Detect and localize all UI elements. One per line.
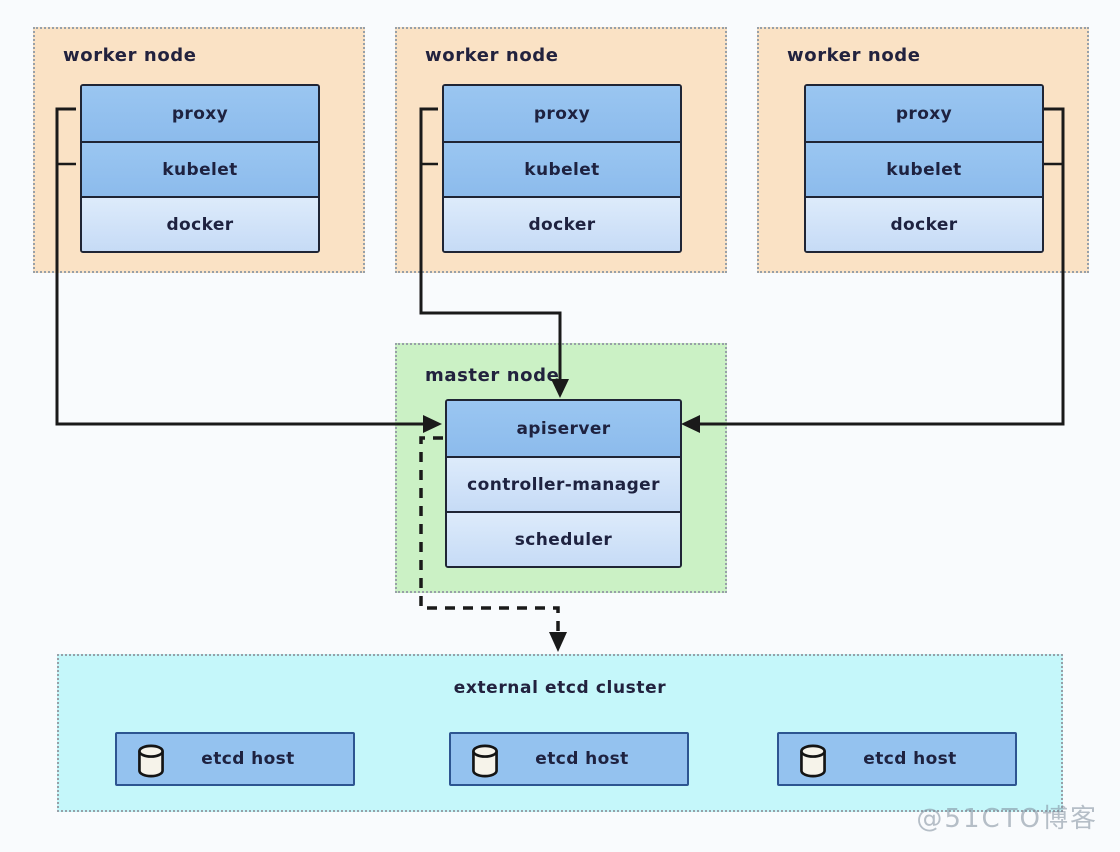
apiserver-box: apiserver	[447, 401, 680, 456]
etcd-host-label: etcd host	[535, 749, 629, 769]
worker-node-3-stack: proxy kubelet docker	[804, 84, 1044, 253]
worker-node-3: worker node proxy kubelet docker	[757, 27, 1089, 273]
database-icon	[472, 744, 498, 778]
kubelet-box: kubelet	[82, 141, 318, 196]
etcd-host-label: etcd host	[863, 749, 957, 769]
kubelet-box: kubelet	[444, 141, 680, 196]
database-icon	[800, 744, 826, 778]
worker-node-1-title: worker node	[63, 45, 197, 66]
database-icon	[138, 744, 164, 778]
proxy-box: proxy	[82, 86, 318, 141]
worker-node-3-title: worker node	[787, 45, 921, 66]
etcd-host-3: etcd host	[777, 732, 1017, 786]
proxy-box: proxy	[806, 86, 1042, 141]
etcd-host-1: etcd host	[115, 732, 355, 786]
worker-node-1-stack: proxy kubelet docker	[80, 84, 320, 253]
external-etcd-cluster: external etcd cluster etcd host etcd hos…	[57, 654, 1063, 812]
docker-box: docker	[806, 196, 1042, 251]
docker-box: docker	[82, 196, 318, 251]
worker-node-2-stack: proxy kubelet docker	[442, 84, 682, 253]
worker-node-1: worker node proxy kubelet docker	[33, 27, 365, 273]
worker-node-2: worker node proxy kubelet docker	[395, 27, 727, 273]
etcd-cluster-title: external etcd cluster	[453, 678, 667, 698]
worker-node-2-title: worker node	[425, 45, 559, 66]
master-node-stack: apiserver controller-manager scheduler	[445, 399, 682, 568]
kubelet-box: kubelet	[806, 141, 1042, 196]
etcd-host-2: etcd host	[449, 732, 689, 786]
docker-box: docker	[444, 196, 680, 251]
etcd-host-label: etcd host	[201, 749, 295, 769]
controller-manager-box: controller-manager	[447, 456, 680, 511]
proxy-box: proxy	[444, 86, 680, 141]
master-node-title: master node	[425, 365, 560, 386]
master-node: master node apiserver controller-manager…	[395, 343, 727, 593]
scheduler-box: scheduler	[447, 511, 680, 566]
watermark: @51CTO博客	[916, 804, 1098, 834]
